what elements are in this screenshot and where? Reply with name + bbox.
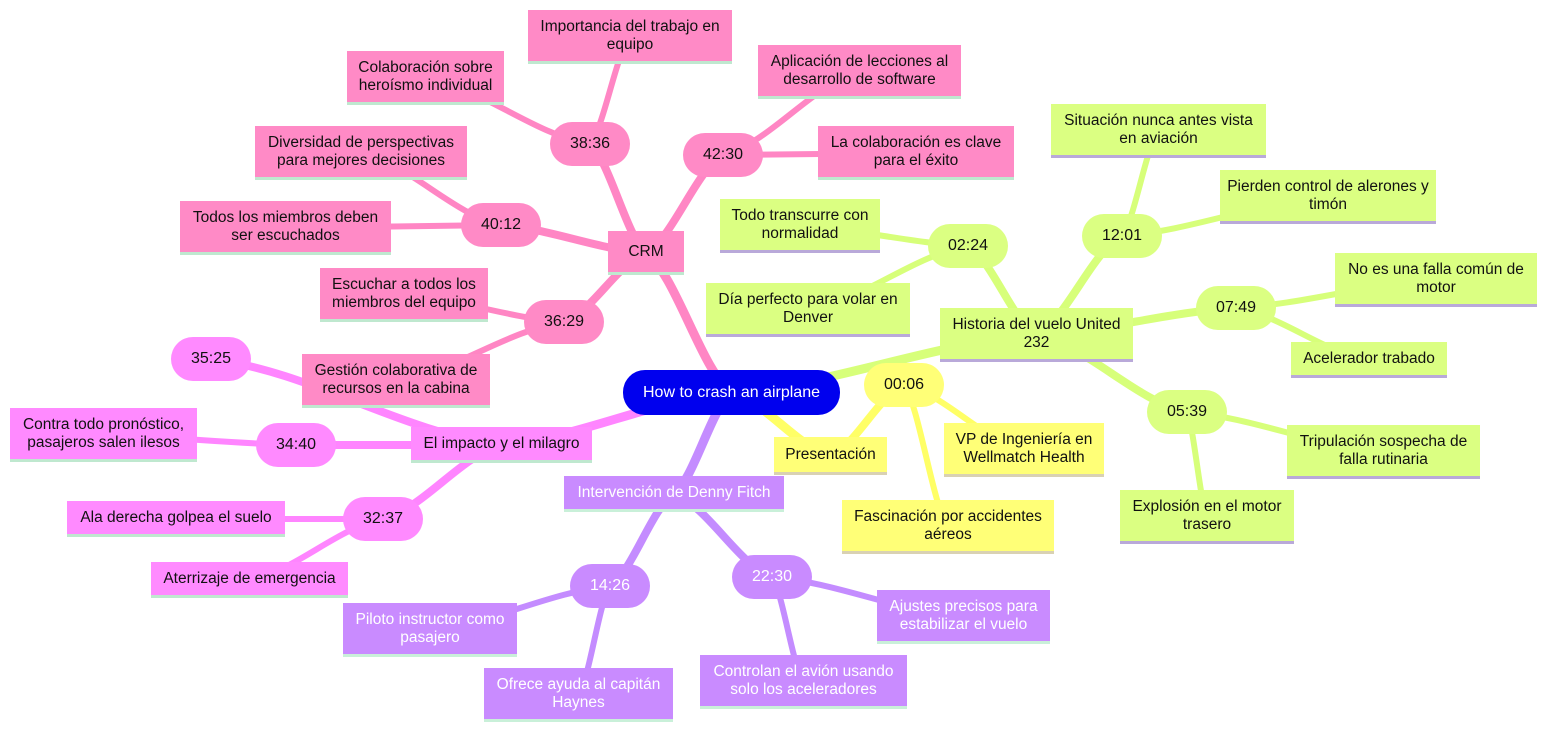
leaf-vp-de-ingenieria-en-wellmatch-health: VP de Ingeniería en Wellmatch Health [944,423,1104,477]
timestamp-14-26-label: 14:26 [589,577,631,594]
timestamp-38-36-label: 38:36 [569,135,611,152]
timestamp-02-24: 02:24 [928,224,1008,268]
leaf-todos-los-miembros-deben-ser-escuchados: Todos los miembros deben ser escuchados [180,201,391,255]
timestamp-22-30: 22:30 [732,555,812,599]
branch-crm-label: CRM [628,242,664,260]
branch-historia-label: Historia del vuelo United 232 [952,315,1121,351]
leaf-controlan-el-avion-usando-solo-los-acele-label: Controlan el avión usando solo los acele… [713,662,894,698]
leaf-importancia-del-trabajo-en-equipo-label: Importancia del trabajo en equipo [540,17,720,53]
timestamp-38-36: 38:36 [550,122,630,166]
leaf-acelerador-trabado-label: Acelerador trabado [1303,349,1435,367]
timestamp-22-30-label: 22:30 [751,568,793,585]
timestamp-14-26: 14:26 [570,564,650,608]
leaf-dia-perfecto-para-volar-en-denver: Día perfecto para volar en Denver [706,283,910,337]
leaf-todo-transcurre-con-normalidad: Todo transcurre con normalidad [720,199,880,253]
leaf-fascinacion-por-accidentes-aereos-label: Fascinación por accidentes aéreos [854,507,1042,543]
timestamp-34-40-label: 34:40 [275,436,317,453]
leaf-colaboracion-sobre-heroismo-individual: Colaboración sobre heroísmo individual [347,51,504,105]
branch-denny-label: Intervención de Denny Fitch [577,483,771,501]
leaf-ofrece-ayuda-al-capitan-haynes-label: Ofrece ayuda al capitán Haynes [496,675,661,711]
leaf-todo-transcurre-con-normalidad-label: Todo transcurre con normalidad [731,206,869,242]
leaf-escuchar-a-todos-los-miembros-del-equipo-label: Escuchar a todos los miembros del equipo [332,275,476,311]
leaf-situacion-nunca-antes-vista-en-aviacion-label: Situación nunca antes vista en aviación [1064,111,1253,147]
timestamp-12-01: 12:01 [1082,214,1162,258]
root-node-label: How to crash an airplane [643,383,820,401]
leaf-aplicacion-de-lecciones-al-desarrollo-de-label: Aplicación de lecciones al desarrollo de… [770,52,949,88]
leaf-ajustes-precisos-para-estabilizar-el-vue-label: Ajustes precisos para estabilizar el vue… [889,597,1038,633]
leaf-ala-derecha-golpea-el-suelo-label: Ala derecha golpea el suelo [80,508,272,526]
timestamp-12-01-label: 12:01 [1101,227,1143,244]
leaf-piloto-instructor-como-pasajero: Piloto instructor como pasajero [343,603,517,657]
timestamp-07-49-label: 07:49 [1215,299,1257,316]
timestamp-07-49: 07:49 [1196,286,1276,330]
leaf-situacion-nunca-antes-vista-en-aviacion: Situación nunca antes vista en aviación [1051,104,1266,158]
timestamp-00-06-label: 00:06 [883,376,925,393]
branch-presentacion-label: Presentación [785,445,876,463]
timestamp-05-39-label: 05:39 [1166,403,1208,420]
leaf-escuchar-a-todos-los-miembros-del-equipo: Escuchar a todos los miembros del equipo [320,268,488,322]
timestamp-42-30-label: 42:30 [702,146,744,163]
leaf-controlan-el-avion-usando-solo-los-acele: Controlan el avión usando solo los acele… [700,655,907,709]
branch-impacto-label: El impacto y el milagro [423,434,580,452]
leaf-tripulacion-sospecha-de-falla-rutinaria: Tripulación sospecha de falla rutinaria [1287,425,1480,479]
timestamp-05-39: 05:39 [1147,390,1227,434]
branch-historia: Historia del vuelo United 232 [940,308,1133,362]
leaf-diversidad-de-perspectivas-para-mejores-: Diversidad de perspectivas para mejores … [255,126,467,180]
leaf-piloto-instructor-como-pasajero-label: Piloto instructor como pasajero [355,610,505,646]
leaf-importancia-del-trabajo-en-equipo: Importancia del trabajo en equipo [528,10,732,64]
timestamp-32-37-label: 32:37 [362,510,404,527]
leaf-pierden-control-de-alerones-y-timon-label: Pierden control de alerones y timón [1227,177,1429,213]
leaf-fascinacion-por-accidentes-aereos: Fascinación por accidentes aéreos [842,500,1054,554]
leaf-pierden-control-de-alerones-y-timon: Pierden control de alerones y timón [1220,170,1436,224]
leaf-acelerador-trabado: Acelerador trabado [1291,342,1447,378]
branch-crm: CRM [608,231,684,275]
leaf-ajustes-precisos-para-estabilizar-el-vue: Ajustes precisos para estabilizar el vue… [877,590,1050,644]
timestamp-02-24-label: 02:24 [947,237,989,254]
leaf-tripulacion-sospecha-de-falla-rutinaria-label: Tripulación sospecha de falla rutinaria [1299,432,1468,468]
leaf-ofrece-ayuda-al-capitan-haynes: Ofrece ayuda al capitán Haynes [484,668,673,722]
leaf-gestion-colaborativa-de-recursos-en-la-c: Gestión colaborativa de recursos en la c… [302,354,490,408]
leaf-aterrizaje-de-emergencia-label: Aterrizaje de emergencia [163,569,336,587]
timestamp-32-37: 32:37 [343,497,423,541]
leaf-colaboracion-sobre-heroismo-individual-label: Colaboración sobre heroísmo individual [358,58,493,94]
leaf-vp-de-ingenieria-en-wellmatch-health-label: VP de Ingeniería en Wellmatch Health [955,430,1093,466]
timestamp-40-12: 40:12 [461,203,541,247]
leaf-contra-todo-pronostico-pasajeros-salen-i-label: Contra todo pronóstico, pasajeros salen … [22,415,185,451]
leaf-dia-perfecto-para-volar-en-denver-label: Día perfecto para volar en Denver [718,290,898,326]
timestamp-42-30: 42:30 [683,133,763,177]
timestamp-35-25-label: 35:25 [190,350,232,367]
timestamp-34-40: 34:40 [256,423,336,467]
leaf-contra-todo-pronostico-pasajeros-salen-i: Contra todo pronóstico, pasajeros salen … [10,408,197,462]
timestamp-35-25: 35:25 [171,337,251,381]
branch-presentacion: Presentación [774,437,887,475]
leaf-no-es-una-falla-comun-de-motor-label: No es una falla común de motor [1348,260,1524,296]
leaf-no-es-una-falla-comun-de-motor: No es una falla común de motor [1335,253,1537,307]
leaf-gestion-colaborativa-de-recursos-en-la-c-label: Gestión colaborativa de recursos en la c… [314,361,478,397]
timestamp-40-12-label: 40:12 [480,216,522,233]
leaf-todos-los-miembros-deben-ser-escuchados-label: Todos los miembros deben ser escuchados [192,208,379,244]
timestamp-36-29-label: 36:29 [543,313,585,330]
leaf-la-colaboracion-es-clave-para-el-exito: La colaboración es clave para el éxito [818,126,1014,180]
leaf-explosion-en-el-motor-trasero: Explosión en el motor trasero [1120,490,1294,544]
leaf-aterrizaje-de-emergencia: Aterrizaje de emergencia [151,562,348,598]
leaf-explosion-en-el-motor-trasero-label: Explosión en el motor trasero [1132,497,1282,533]
leaf-aplicacion-de-lecciones-al-desarrollo-de: Aplicación de lecciones al desarrollo de… [758,45,961,99]
branch-impacto: El impacto y el milagro [411,427,592,463]
leaf-la-colaboracion-es-clave-para-el-exito-label: La colaboración es clave para el éxito [830,133,1002,169]
branch-denny: Intervención de Denny Fitch [564,476,784,512]
timestamp-36-29: 36:29 [524,300,604,344]
timestamp-00-06: 00:06 [864,363,944,407]
root-node: How to crash an airplane [623,370,840,415]
leaf-diversidad-de-perspectivas-para-mejores--label: Diversidad de perspectivas para mejores … [267,133,455,169]
leaf-ala-derecha-golpea-el-suelo: Ala derecha golpea el suelo [67,501,285,537]
